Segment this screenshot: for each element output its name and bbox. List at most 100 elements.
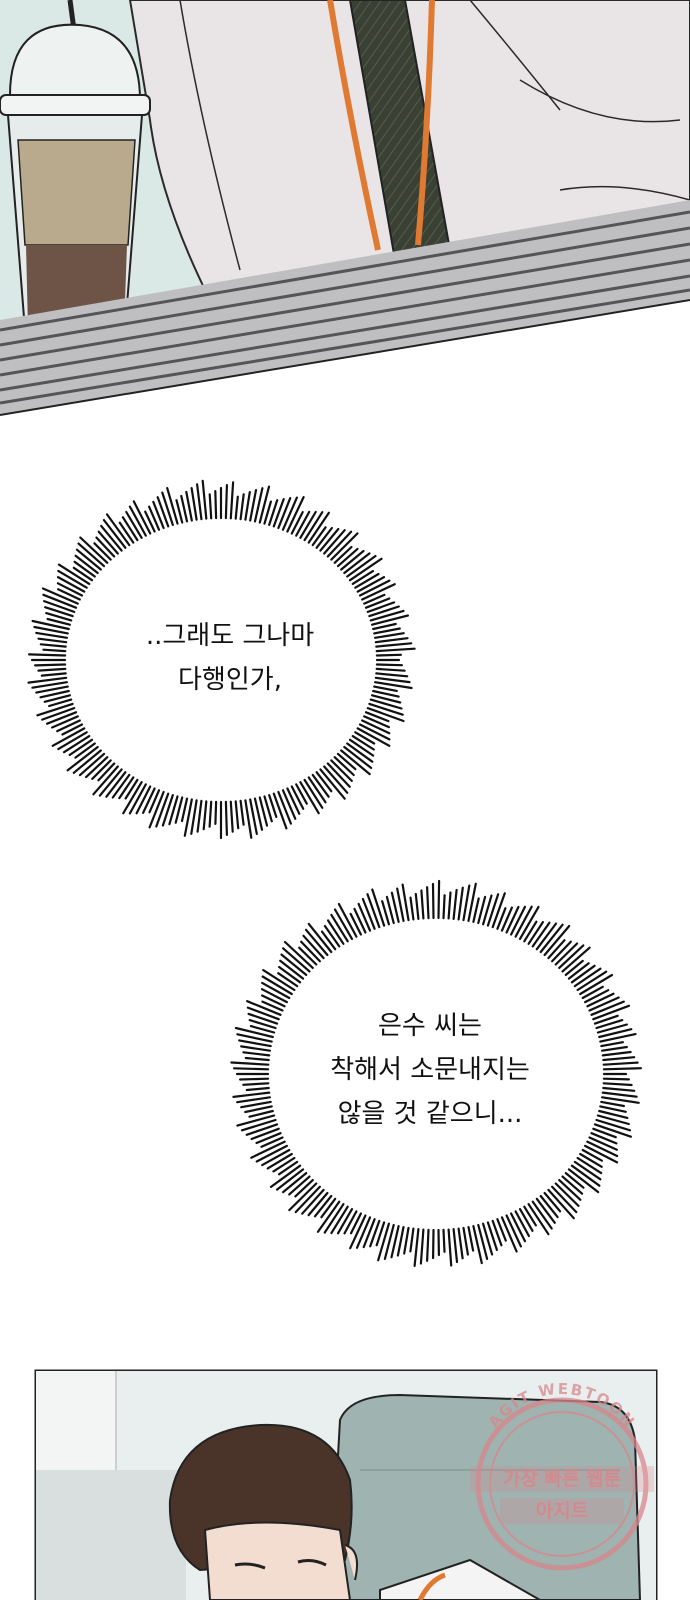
burst-line: [442, 1228, 446, 1253]
burst-line: [161, 793, 174, 827]
burst-line: [600, 1096, 640, 1104]
burst-line: [261, 975, 293, 996]
burst-line: [371, 888, 386, 927]
burst-line: [97, 762, 116, 782]
burst-line: [248, 1018, 277, 1030]
burst-line: [602, 1082, 633, 1087]
burst-line: [366, 706, 405, 723]
burst-line: [602, 1067, 643, 1071]
burst-line: [601, 1091, 638, 1098]
burst-line: [246, 1000, 282, 1016]
burst-line: [452, 1227, 459, 1264]
burst-line: [514, 905, 533, 938]
burst-line: [323, 1203, 345, 1234]
burst-line: [255, 1132, 282, 1145]
burst-line: [73, 560, 96, 578]
burst-line: [375, 642, 413, 648]
burst-line: [37, 637, 68, 644]
burst-line: [57, 731, 88, 751]
burst-line: [518, 905, 540, 941]
burst-line: [348, 738, 375, 757]
burst-line: [74, 742, 96, 759]
stamp-line-2: 아지트: [535, 1500, 589, 1522]
burst-line: [128, 783, 147, 815]
burst-line: [531, 1200, 553, 1230]
burst-line: [224, 484, 228, 520]
burst-line: [72, 566, 94, 582]
burst-line: [118, 776, 135, 800]
burst-line: [431, 882, 435, 920]
burst-line: [333, 756, 355, 777]
burst-line: [523, 1205, 538, 1227]
burst-line: [272, 792, 288, 830]
burst-line: [340, 749, 371, 776]
burst-line: [320, 1197, 337, 1219]
burst-line: [234, 1026, 274, 1039]
iced-coffee-cup: [0, 0, 151, 331]
burst-line: [79, 536, 109, 564]
burst-line: [300, 940, 321, 963]
burst-line: [36, 702, 74, 717]
burst-line: [588, 996, 620, 1012]
burst-line: [409, 896, 415, 921]
burst-line: [315, 526, 333, 549]
man-face: [203, 1521, 352, 1600]
burst-line: [413, 1227, 420, 1268]
burst-line: [208, 800, 213, 828]
burst-line: [316, 1200, 341, 1233]
burst-line: [248, 1109, 274, 1118]
burst-line: [56, 575, 86, 593]
burst-line: [368, 605, 400, 618]
burst-line: [280, 953, 308, 977]
burst-line: [304, 928, 329, 957]
burst-line: [348, 557, 383, 582]
burst-line: [561, 946, 591, 973]
burst-line: [375, 647, 416, 653]
burst-line: [581, 1148, 604, 1162]
burst-line: [319, 768, 346, 800]
burst-line: [357, 902, 372, 932]
burst-line: [62, 734, 91, 754]
burst-line: [121, 516, 139, 542]
burst-line: [294, 1185, 321, 1214]
burst-line: [242, 1051, 271, 1057]
burst-line: [523, 920, 538, 943]
burst-line: [323, 765, 349, 794]
burst-line: [579, 1152, 603, 1168]
burst-line: [122, 781, 143, 815]
burst-line: [174, 796, 184, 824]
burst-line: [303, 511, 324, 542]
burst-line: [426, 1228, 430, 1262]
burst-line: [595, 1118, 632, 1132]
burst-line: [472, 1224, 483, 1265]
burst-line: [349, 1212, 362, 1235]
burst-line: [573, 1160, 602, 1181]
burst-line: [374, 676, 411, 684]
burst-line: [307, 776, 327, 804]
burst-line: [409, 1227, 415, 1253]
burst-line: [46, 617, 72, 626]
burst-line: [95, 536, 116, 558]
burst-line: [330, 1205, 349, 1235]
burst-line: [573, 967, 602, 988]
burst-line: [343, 1210, 358, 1235]
burst-line: [78, 752, 106, 777]
burst-line: [447, 1228, 453, 1267]
burst-line: [381, 900, 390, 926]
burst-line: [72, 749, 102, 774]
burst-line: [37, 667, 67, 672]
burst-line: [244, 1105, 273, 1114]
burst-line: [39, 643, 67, 648]
burst-line: [337, 902, 358, 938]
burst-line: [356, 727, 391, 747]
burst-line: [279, 959, 305, 980]
burst-line: [263, 500, 272, 525]
burst-line: [472, 897, 480, 924]
burst-line: [564, 1171, 585, 1189]
burst-line: [361, 897, 376, 930]
burst-line: [277, 1160, 299, 1176]
burst-line: [311, 526, 327, 547]
burst-line: [93, 542, 112, 561]
burst-line: [561, 1175, 584, 1195]
